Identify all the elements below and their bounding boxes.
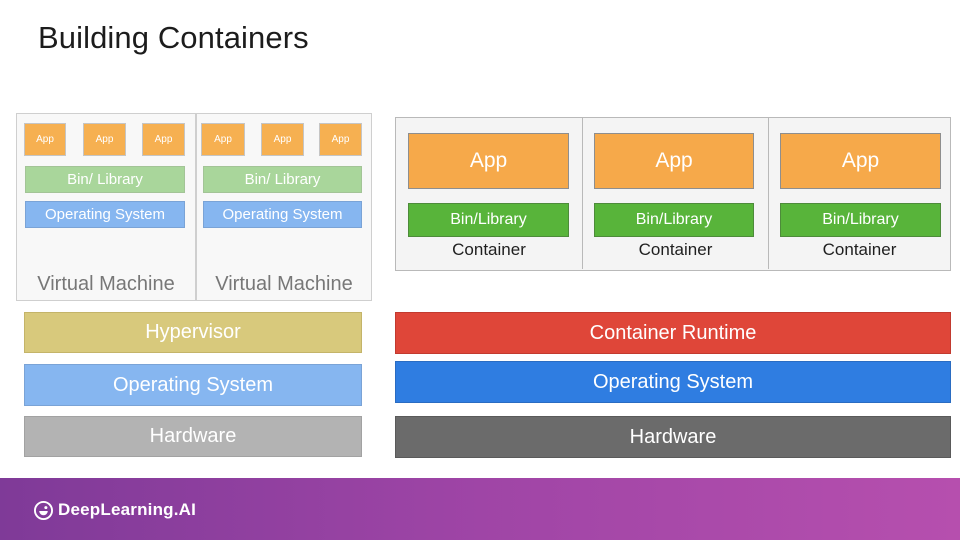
container2-bin-library: Bin/Library [594, 203, 754, 237]
deeplearning-logo-icon [34, 500, 53, 520]
container3-label: Container [822, 240, 897, 259]
container2-label: Container [638, 240, 713, 259]
container-group: App Bin/Library Container App Bin/Librar… [395, 117, 951, 271]
container-host-operating-system-layer: Operating System [395, 361, 951, 403]
brand-name: DeepLearning.AI [58, 500, 197, 519]
hypervisor-layer: Hypervisor [24, 312, 362, 353]
vm2-label: Virtual Machine [215, 273, 353, 295]
slide-title: Building Containers [38, 20, 309, 55]
vm-hardware-layer: Hardware [24, 416, 362, 457]
container1-bin-library: Bin/Library [408, 203, 569, 237]
vm2-app-3: App [319, 123, 362, 156]
vm-host-operating-system-layer: Operating System [24, 364, 362, 406]
vm2-bin-library: Bin/ Library [203, 166, 362, 193]
container-1: App Bin/Library Container [396, 118, 582, 269]
container-3: App Bin/Library Container [768, 118, 950, 269]
footer-bar: DeepLearning.AI [0, 478, 960, 540]
container-2: App Bin/Library Container [582, 118, 768, 269]
vm2-app-2: App [261, 123, 304, 156]
vm2-operating-system: Operating System [203, 201, 362, 228]
virtual-machine-1: App App App Bin/ Library Operating Syste… [16, 113, 196, 301]
vm1-app-2: App [83, 123, 126, 156]
virtual-machine-group: App App App Bin/ Library Operating Syste… [16, 113, 372, 301]
container-hardware-layer: Hardware [395, 416, 951, 458]
vm2-app-1: App [201, 123, 245, 156]
vm1-app-3: App [142, 123, 185, 156]
container2-app: App [594, 133, 754, 189]
container-runtime-layer: Container Runtime [395, 312, 951, 354]
vm1-operating-system: Operating System [25, 201, 185, 228]
virtual-machine-2: App App App Bin/ Library Operating Syste… [196, 113, 372, 301]
vm1-app-1: App [24, 123, 66, 156]
vm1-label: Virtual Machine [37, 273, 175, 295]
vm1-bin-library: Bin/ Library [25, 166, 185, 193]
container1-label: Container [452, 240, 526, 259]
brand: DeepLearning.AI [34, 500, 196, 520]
container3-bin-library: Bin/Library [780, 203, 941, 237]
container1-app: App [408, 133, 569, 189]
container3-app: App [780, 133, 941, 189]
